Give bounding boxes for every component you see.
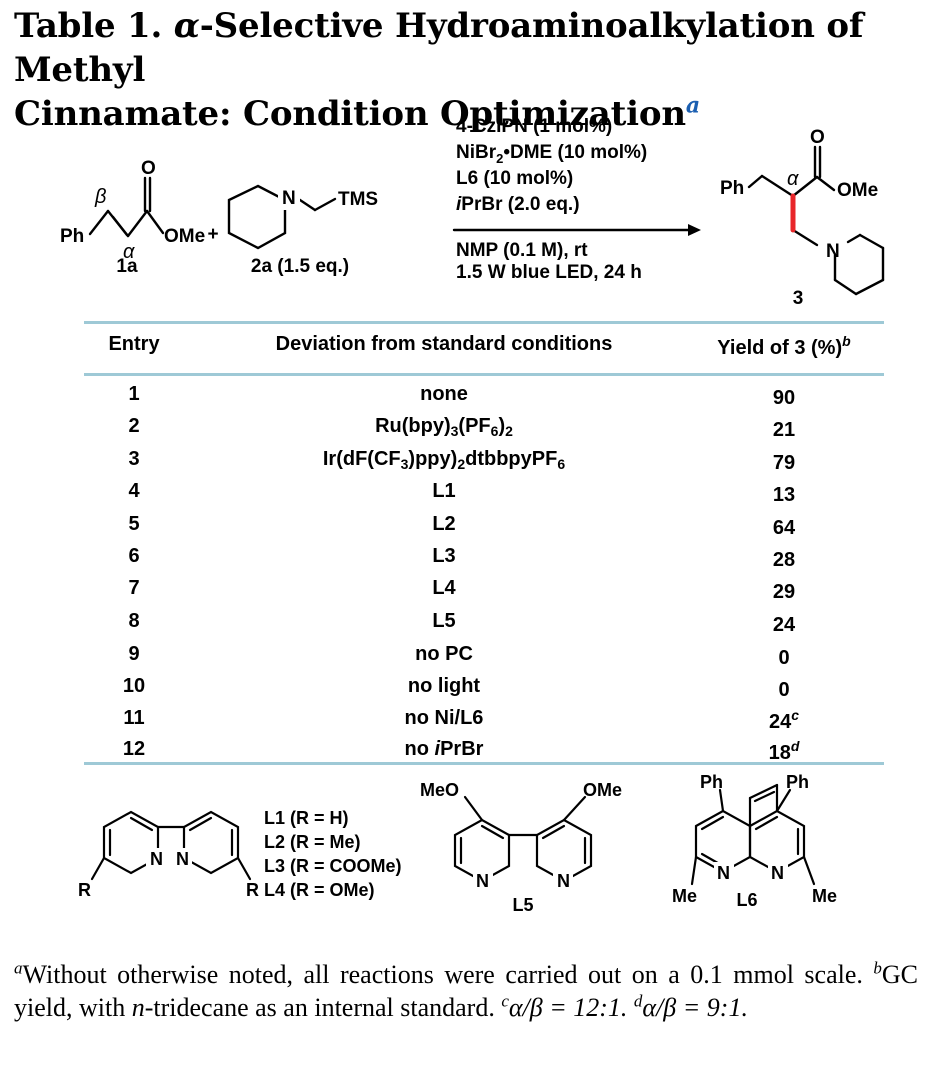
footnote-c: α/β = 12:1.: [508, 993, 634, 1022]
bpy-r-right: R: [246, 880, 259, 900]
table-row: 9 no PC 0: [128, 643, 790, 669]
ligand-l1-def: L1 (R = H): [264, 808, 349, 828]
product-ph: Ph: [720, 178, 744, 199]
l5-n-right: N: [557, 871, 570, 891]
l5-label: L5: [512, 895, 533, 915]
header-deviation: Deviation from standard conditions: [275, 333, 613, 355]
product-alpha-label: α: [787, 168, 799, 190]
reactant1-ome: OMe: [164, 226, 205, 247]
reactant1-carbonyl-o: O: [141, 158, 156, 179]
ligand-l2-def: L2 (R = Me): [264, 832, 361, 852]
ligand-structures: N N R R L1 (R = H) L2 (R = Me) L3 (R = C…: [78, 772, 837, 915]
table-row: 5 L2 64: [128, 513, 796, 539]
footnote-b-mark: b: [873, 958, 882, 978]
condition-line-2: NiBr2•DME (10 mol%): [456, 142, 647, 166]
header-yield: Yield of 3 (%)b: [717, 333, 851, 359]
footnote-a-mark: a: [14, 958, 23, 978]
l6-me-right: Me: [812, 886, 837, 906]
l6-me-left: Me: [672, 886, 697, 906]
header-entry: Entry: [108, 333, 160, 355]
title-alpha: α: [173, 6, 200, 46]
reactant1-ph: Ph: [60, 226, 84, 247]
reactant2-tms: TMS: [338, 189, 378, 210]
table-row: 2 Ru(bpy)3(PF6)2 21: [128, 415, 796, 441]
condition-line-1: 4-CzIPN (1 mol%): [456, 116, 612, 137]
bpy-n-left: N: [150, 849, 163, 869]
l6-label: L6: [736, 890, 757, 910]
l5-meo: MeO: [420, 780, 459, 800]
table-row: 4 L1 13: [128, 480, 796, 506]
condition-line-3: L6 (10 mol%): [456, 168, 573, 189]
beta-label: β: [94, 186, 106, 208]
alpha-label: α: [123, 241, 135, 263]
product-carbonyl-o: O: [810, 127, 825, 148]
title-line1-rest: -Selective Hydroaminoalkylation of Methy…: [14, 6, 864, 90]
table-row: 8 L5 24: [128, 610, 796, 636]
table-row: 6 L3 28: [128, 545, 796, 571]
table-row: 12 no iPrBr 18d: [122, 738, 800, 764]
product-ome: OMe: [837, 180, 878, 201]
table-footnotes: aWithout otherwise noted, all reactions …: [14, 958, 918, 1022]
product-label: 3: [793, 288, 804, 309]
condition-line-4: iPrBr (2.0 eq.): [456, 194, 580, 215]
reactant1-label: 1a: [116, 256, 138, 277]
l6-ph-left: Ph: [700, 772, 723, 792]
title-prefix: Table 1.: [14, 6, 174, 46]
footnote-d: α/β = 9:1.: [642, 993, 748, 1022]
title-footnote-link[interactable]: a: [685, 92, 700, 119]
reactant2-label: 2a (1.5 eq.): [251, 256, 349, 277]
ligand-l3-def: L3 (R = COOMe): [264, 856, 402, 876]
table-row: 7 L4 29: [128, 577, 796, 603]
l6-ph-right: Ph: [786, 772, 809, 792]
table-rule-mid: [84, 373, 884, 376]
product-n: N: [826, 241, 840, 262]
table-header: Entry Deviation from standard conditions…: [84, 333, 884, 363]
l6-n-right: N: [771, 863, 784, 883]
ligand-l4-def: L4 (R = OMe): [264, 880, 375, 900]
l6-n-left: N: [717, 863, 730, 883]
condition-line-6: 1.5 W blue LED, 24 h: [456, 262, 642, 283]
table-row: 3 Ir(dF(CF3)ppy)2dtbbpyPF6 79: [128, 448, 796, 474]
bpy-r-left: R: [78, 880, 91, 900]
l5-n-left: N: [476, 871, 489, 891]
bpy-n-right: N: [176, 849, 189, 869]
footnote-a: Without otherwise noted, all reactions w…: [22, 960, 874, 989]
table-title: Table 1. α-Selective Hydroaminoalkylatio…: [14, 4, 918, 136]
table-row: 10 no light 0: [122, 675, 790, 701]
reaction-scheme: Ph O OMe 1a + N TMS 2a (1.5 eq.) 4-CzIPN…: [60, 116, 885, 309]
footnote-c-mark: c: [501, 991, 509, 1011]
l5-ome: OMe: [583, 780, 622, 800]
table-row: 1 none 90: [128, 383, 796, 409]
table-row: 11 no Ni/L6 24c: [123, 707, 800, 733]
title-line2: Cinnamate: Condition Optimization: [14, 94, 686, 134]
table-rule-bottom: [84, 762, 884, 765]
footnote-d-mark: d: [633, 991, 643, 1011]
reactant2-n: N: [282, 188, 296, 209]
plus-sign: +: [207, 224, 218, 245]
table-rule-top: [84, 321, 884, 324]
condition-line-5: NMP (0.1 M), rt: [456, 240, 588, 261]
